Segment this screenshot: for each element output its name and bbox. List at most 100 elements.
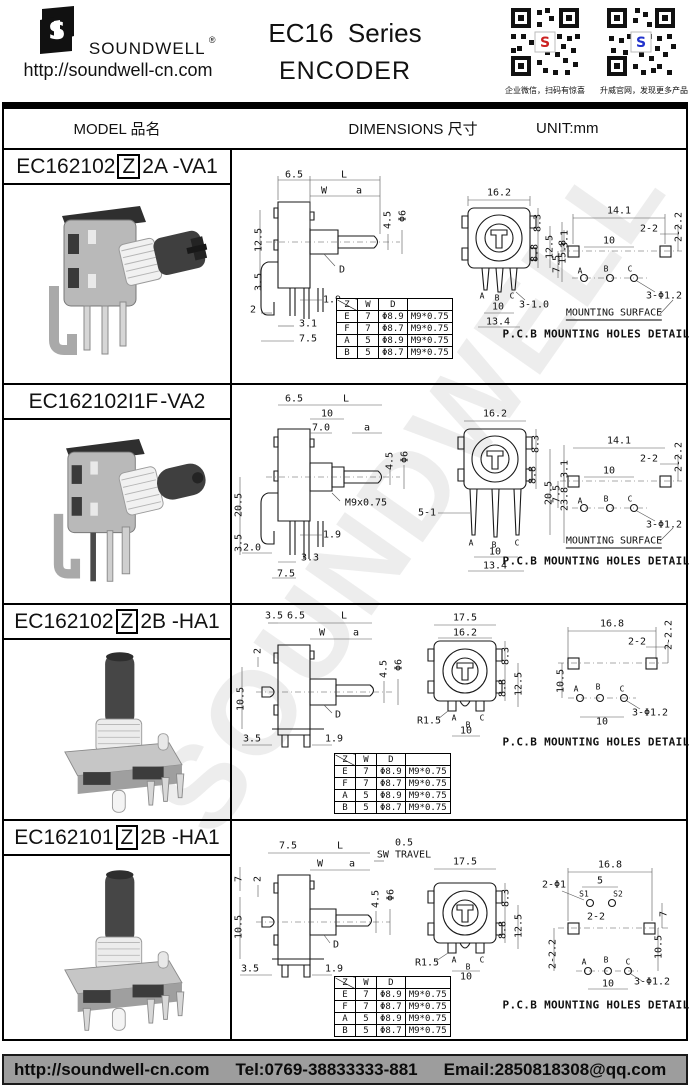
footer-email: Email:2850818308@qq.com — [443, 1059, 667, 1079]
dim-label: 13.4 — [485, 316, 511, 328]
dim-label: 3-1.0 — [518, 299, 550, 311]
registered-mark: ® — [208, 35, 217, 45]
dim-label: 3.5 — [264, 610, 284, 622]
dimension-drawing: 6.5 L 10 7.0 a 4.5 Φ6 M9x0.75 20.5 3.5 2… — [232, 385, 690, 603]
svg-text:S: S — [636, 35, 646, 51]
dim-label: 10.5 — [653, 934, 665, 960]
dim-label: 2-2 — [639, 453, 659, 465]
dim-label: 2-2.2 — [673, 211, 685, 243]
dim-label: 10.5 — [235, 686, 247, 712]
spec-cell: Φ8.7 — [378, 322, 408, 335]
spec-cell: 5 — [357, 334, 379, 347]
spec-cell: 5 — [355, 1012, 377, 1025]
dim-label: 7.5 — [298, 333, 318, 345]
pin-label: C — [625, 957, 631, 967]
dim-label: 2-2.2 — [547, 938, 559, 970]
dimension-drawing: 3.5 6.5 L W a 2 4.5 Φ6 10.5 D 3.5 1.9 17… — [232, 605, 689, 819]
pin-label: A — [581, 957, 587, 967]
spec-cell: 5 — [355, 801, 377, 814]
pin-label: C — [509, 291, 515, 301]
dim-label: 7 — [233, 875, 245, 883]
dim-label: 4.5 — [370, 889, 382, 909]
pcb-detail-caption: P.C.B MOUNTING HOLES DETAIL — [502, 998, 690, 1012]
spec-cell: M9*0.75 — [404, 988, 451, 1001]
dim-label: Φ6 — [397, 209, 409, 223]
dim-label: 1.9 — [324, 963, 344, 975]
dim-label: 4.5 — [378, 659, 390, 679]
product-photo — [4, 856, 230, 1039]
sheet-column-header: MODEL 品名 DIMENSIONS 尺寸 UNIT:mm — [4, 109, 686, 150]
spec-cell: Φ8.9 — [378, 310, 408, 323]
dim-label: 8.8 — [497, 678, 509, 698]
spec-cell: Φ8.9 — [378, 334, 408, 347]
dim-label: 2-2 — [586, 911, 606, 923]
spec-cell: B — [334, 801, 356, 814]
pcb-detail-caption: P.C.B MOUNTING HOLES DETAIL — [502, 735, 690, 749]
dim-label: 1.9 — [322, 294, 342, 306]
dim-label: 2.0 — [242, 542, 262, 554]
spec-cell: Φ8.9 — [376, 765, 406, 778]
column-unit: UNIT:mm — [536, 120, 599, 137]
dim-label: 3.1 — [559, 459, 571, 479]
dim-label: 5-1 — [417, 507, 437, 519]
dim-label: 3.1 — [559, 229, 571, 249]
pin-label: A — [573, 684, 579, 694]
page-header: S SOUNDWELL® http://soundwell-cn.com EC1… — [0, 0, 690, 102]
qr-code-zone: S 企业微信，扫码有惊喜 — [504, 6, 688, 96]
dim-label: 3-Φ1.2 — [633, 976, 671, 988]
dim-label: 8.3 — [500, 646, 512, 666]
pin-label: S2 — [613, 889, 623, 899]
spec-cell: E — [334, 988, 356, 1001]
pin-label: S1 — [579, 889, 589, 899]
dim-label: D — [334, 709, 342, 721]
pin-label: C — [619, 684, 625, 694]
spec-header — [404, 753, 451, 766]
dim-label: W — [318, 627, 326, 639]
dim-label: 7.5 — [551, 254, 563, 274]
dim-label: M9x0.75 — [344, 497, 388, 509]
dim-label: 10 — [595, 716, 609, 728]
footer-website: http://soundwell-cn.com — [14, 1059, 210, 1079]
spec-cell: 7 — [357, 310, 379, 323]
dim-label: 6.5 — [284, 169, 304, 181]
pin-label: C — [627, 494, 633, 504]
pin-label: C — [479, 955, 485, 965]
technical-drawing — [239, 852, 668, 990]
spec-cell: M9*0.75 — [404, 765, 451, 778]
spec-header: D — [376, 753, 406, 766]
dim-label: SW TRAVEL — [376, 849, 432, 861]
dim-label: 13.4 — [482, 560, 508, 572]
dim-label: R1.5 — [416, 715, 442, 727]
dim-label: 14.1 — [606, 435, 632, 447]
dim-label: a — [348, 858, 356, 870]
column-model: MODEL 品名 — [73, 121, 161, 138]
dim-label: L — [340, 169, 348, 181]
dim-label: 10 — [602, 465, 616, 477]
dim-label: 10 — [320, 408, 334, 420]
pin-label: A — [468, 538, 474, 548]
qr-website: S 升威官网，发现更多产品 — [600, 6, 688, 96]
footer-contact-bar: http://soundwell-cn.com Tel:0769-3883333… — [2, 1054, 688, 1085]
svg-text:S: S — [49, 17, 66, 45]
spec-cell: Φ8.7 — [378, 346, 408, 359]
dim-label: 2-2 — [639, 223, 659, 235]
spec-cell: 7 — [357, 322, 379, 335]
dim-label: 16.8 — [597, 859, 623, 871]
mounting-surface-label: MOUNTING SURFACE — [565, 307, 663, 321]
dim-label: 5 — [596, 875, 604, 887]
technical-drawing — [259, 176, 682, 342]
spec-cell: Φ8.9 — [376, 789, 406, 802]
dim-label: 14.1 — [606, 205, 632, 217]
dim-label: 3.5 — [240, 963, 260, 975]
